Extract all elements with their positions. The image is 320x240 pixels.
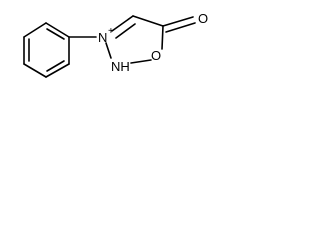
carbonyl-oxygen-label: O bbox=[198, 11, 208, 26]
carbonyl-bond-1 bbox=[162, 16, 194, 27]
ring-bond-o-n bbox=[130, 59, 152, 64]
carbonyl-bond-2 bbox=[165, 22, 196, 33]
phenyl-ring bbox=[23, 22, 70, 78]
ring-bond-n-c bbox=[111, 15, 134, 32]
ring-oxygen-label: O bbox=[151, 48, 161, 63]
ring-bond-c-c bbox=[132, 15, 164, 27]
cationic-nitrogen-label: N bbox=[98, 30, 107, 45]
sydnone-ring bbox=[105, 15, 164, 64]
carbonyl-group bbox=[162, 16, 196, 33]
nh-group-label: NH bbox=[111, 59, 130, 74]
phenyl-inner-bond-2 bbox=[46, 60, 65, 72]
phenyl-bond-3 bbox=[45, 63, 70, 78]
phenyl-bond-6 bbox=[23, 22, 47, 38]
nitrogen-charge-label: + bbox=[108, 26, 114, 37]
ring-bond-n-n bbox=[105, 42, 112, 59]
ring-double-bond-n-c bbox=[115, 23, 136, 39]
ring-bond-c-o bbox=[161, 25, 164, 50]
phenyl-bond-4 bbox=[23, 63, 47, 78]
sydnone-structure: O N + O NH bbox=[23, 11, 208, 78]
phenyl-bond-1 bbox=[45, 22, 70, 38]
phenyl-inner-bond-1 bbox=[46, 28, 65, 40]
